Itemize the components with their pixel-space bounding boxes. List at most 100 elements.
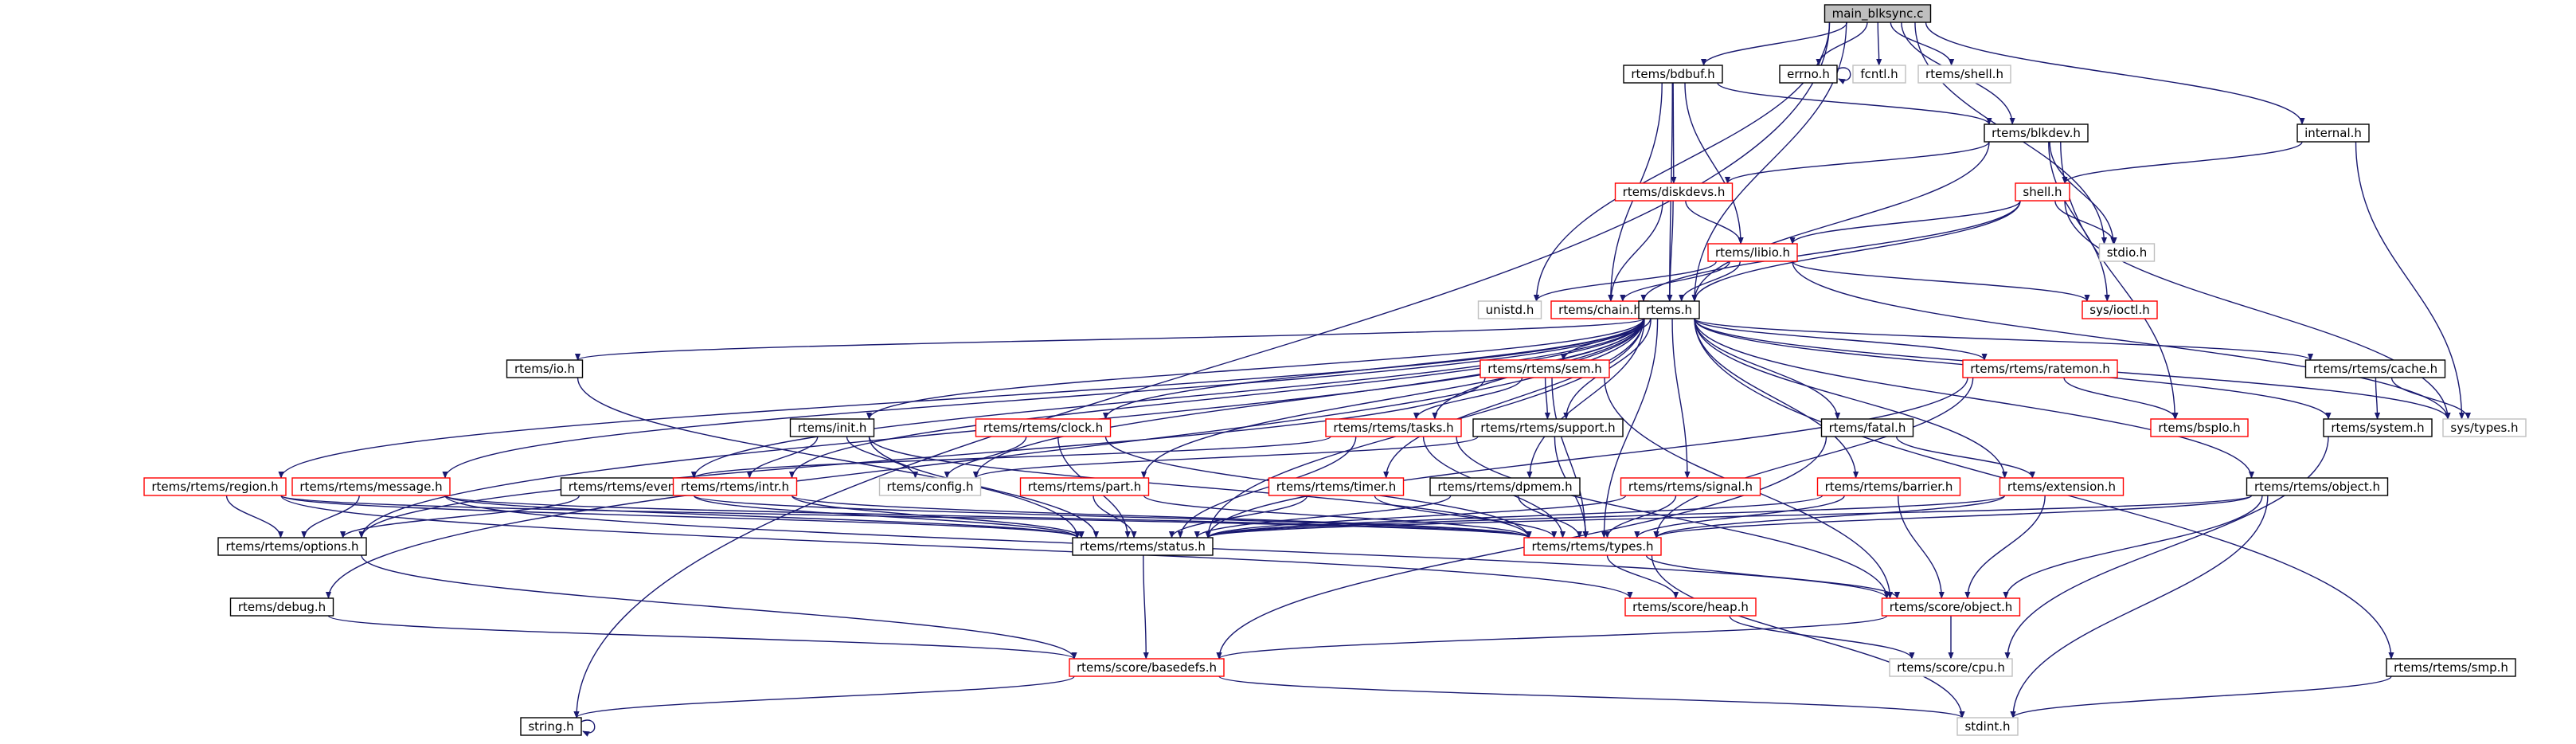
node-box (672, 477, 798, 496)
node-stdint-h[interactable]: stdint.h (1956, 717, 2019, 736)
edge-rtems_init_h-to-rtems_rtems_status_h (868, 436, 1100, 538)
node-box (506, 359, 584, 378)
node-rtems-rtems-cache-h[interactable]: rtems/rtems/cache.h (2304, 359, 2446, 378)
node-label: stdint.h (1964, 719, 2010, 734)
node-label: rtems/rtems/clock.h (983, 421, 1103, 435)
node-label: rtems/init.h (798, 421, 867, 435)
node-rtems-rtems-barrier-h[interactable]: rtems/rtems/barrier.h (1816, 477, 1961, 496)
node-label: rtems/rtems/part.h (1028, 480, 1142, 494)
edge-main_blksync_c-to-rtems_shell_h (1890, 22, 1955, 66)
node-label: rtems/rtems/message.h (299, 480, 442, 494)
edge-rtems_rtems_types_h-to-rtems_score_heap_h (1606, 554, 1679, 599)
node-box (1917, 65, 2011, 84)
node-shell-h[interactable]: shell.h (2015, 182, 2070, 202)
node-rtems-bspio-h[interactable]: rtems/bspIo.h (2150, 418, 2249, 437)
node-rtems-blkdev-h[interactable]: rtems/blkdev.h (1984, 123, 2089, 143)
node-rtems-rtems-event-h[interactable]: rtems/rtems/event.h (560, 477, 700, 496)
node-label: rtems/rtems/sem.h (1487, 362, 1601, 376)
node-main-blksync-c[interactable]: main_blksync.c (1824, 4, 1932, 23)
node-rtems-rtems-object-h[interactable]: rtems/rtems/object.h (2246, 477, 2389, 496)
node-rtems-score-basedefs-h[interactable]: rtems/score/basedefs.h (1069, 658, 1225, 677)
node-box (1984, 123, 2089, 143)
node-errno-h[interactable]: errno.h (1779, 65, 1838, 84)
node-rtems-io-h[interactable]: rtems/io.h (506, 359, 584, 378)
node-box (143, 477, 287, 496)
node-rtems-rtems-region-h[interactable]: rtems/rtems/region.h (143, 477, 287, 496)
edge-rtems_fatal_h-to-rtems_extension_h (1895, 436, 2035, 479)
edge-rtems_h-to-rtems_config_h (972, 318, 1644, 479)
node-box (1429, 477, 1581, 496)
edge-rtems_diskdevs_h-to-rtems_h (1667, 200, 1674, 302)
node-label: rtems/bdbuf.h (1631, 67, 1714, 81)
edge-rtems_h-to-rtems_rtems_types_h (1601, 318, 1659, 538)
node-label: rtems/rtems/event.h (569, 480, 692, 494)
node-string-h[interactable]: string.h (520, 717, 582, 736)
node-box (975, 418, 1112, 437)
node-rtems-rtems-options-h[interactable]: rtems/rtems/options.h (217, 537, 367, 556)
node-label: rtems/score/cpu.h (1897, 660, 2005, 675)
node-rtems-debug-h[interactable]: rtems/debug.h (229, 597, 334, 617)
node-label: sys/ioctl.h (2089, 303, 2149, 317)
node-rtems-config-h[interactable]: rtems/config.h (878, 477, 982, 496)
node-box (1019, 477, 1150, 496)
node-rtems-score-cpu-h[interactable]: rtems/score/cpu.h (1889, 658, 2013, 677)
node-rtems-shell-h[interactable]: rtems/shell.h (1917, 65, 2011, 84)
edge-rtems_h-to-rtems_rtems_signal_h (1671, 318, 1691, 479)
node-rtems-diskdevs-h[interactable]: rtems/diskdevs.h (1614, 182, 1734, 202)
node-sys-ioctl-h[interactable]: sys/ioctl.h (2082, 300, 2158, 319)
node-rtems-rtems-signal-h[interactable]: rtems/rtems/signal.h (1620, 477, 1761, 496)
node-label: rtems/rtems/options.h (225, 539, 358, 554)
node-rtems-libio-h[interactable]: rtems/libio.h (1707, 243, 1798, 262)
node-rtems-rtems-types-h[interactable]: rtems/rtems/types.h (1523, 537, 1662, 556)
node-label: errno.h (1787, 67, 1830, 81)
edge-rtems_rtems_intr_h-to-rtems_rtems_status_h (791, 495, 1085, 538)
node-label: rtems/bspIo.h (2158, 421, 2240, 435)
node-rtems-chain-h[interactable]: rtems/chain.h (1550, 300, 1649, 319)
node-rtems-rtems-sem-h[interactable]: rtems/rtems/sem.h (1480, 359, 1610, 378)
edge-rtems_libio_h-to-sys_ioctl_h (1792, 260, 2090, 302)
edge-rtems_rtems_intr_h-to-rtems_rtems_types_h (791, 495, 1532, 538)
node-rtems-rtems-smp-h[interactable]: rtems/rtems/smp.h (2386, 658, 2516, 677)
edge-rtems_rtems_cache_h-to-rtems_rtems_system_h (2374, 377, 2381, 420)
edge-rtems_rtems_barrier_h-to-rtems_rtems_status_h (1205, 495, 1824, 538)
node-rtems-bdbuf-h[interactable]: rtems/bdbuf.h (1623, 65, 1723, 84)
node-rtems-rtems-ratemon-h[interactable]: rtems/rtems/ratemon.h (1962, 359, 2118, 378)
node-internal-h[interactable]: internal.h (2297, 123, 2370, 143)
node-rtems-rtems-intr-h[interactable]: rtems/rtems/intr.h (672, 477, 798, 496)
node-rtems-score-object-h[interactable]: rtems/score/object.h (1881, 597, 2021, 617)
edge-rtems_rtems_message_h-to-rtems_rtems_status_h (444, 495, 1081, 538)
node-stdio-h[interactable]: stdio.h (2098, 243, 2156, 262)
edge-rtems_rtems_region_h-to-rtems_rtems_status_h (280, 495, 1081, 538)
node-rtems-init-h[interactable]: rtems/init.h (789, 418, 875, 437)
node-box (2015, 182, 2070, 202)
node-label: rtems/rtems/timer.h (1276, 480, 1396, 494)
node-rtems-rtems-support-h[interactable]: rtems/rtems/support.h (1472, 418, 1624, 437)
node-unistd-h[interactable]: unistd.h (1477, 300, 1542, 319)
node-rtems-rtems-part-h[interactable]: rtems/rtems/part.h (1019, 477, 1150, 496)
edge-rtems_rtems_clock_h-to-rtems_config_h (944, 436, 1027, 479)
node-rtems-rtems-dpmem-h[interactable]: rtems/rtems/dpmem.h (1429, 477, 1581, 496)
edge-rtems_blkdev_h-to-sys_ioctl_h (2048, 141, 2110, 302)
edge-shell_h-to-sys_types_h (2064, 200, 2451, 420)
node-box (1962, 359, 2118, 378)
node-fcntl-h[interactable]: fcntl.h (1852, 65, 1906, 84)
node-rtems-rtems-timer-h[interactable]: rtems/rtems/timer.h (1268, 477, 1405, 496)
edge-rtems_rtems_object_h-to-rtems_score_object_h (2003, 495, 2263, 599)
node-box (1072, 537, 1214, 556)
node-rtems-rtems-message-h[interactable]: rtems/rtems/message.h (291, 477, 451, 496)
edge-rtems_rtems_object_h-to-stdint_h (2010, 495, 2269, 719)
edge-rtems_extension_h-to-rtems_rtems_status_h (1205, 495, 2006, 538)
node-rtems-rtems-status-h[interactable]: rtems/rtems/status.h (1072, 537, 1214, 556)
node-rtems-score-heap-h[interactable]: rtems/score/heap.h (1624, 597, 1757, 617)
node-rtems-fatal-h[interactable]: rtems/fatal.h (1820, 418, 1914, 437)
node-sys-types-h[interactable]: sys/types.h (2442, 418, 2527, 437)
node-rtems-extension-h[interactable]: rtems/extension.h (1999, 477, 2125, 496)
node-rtems-h[interactable]: rtems.h (1638, 300, 1700, 319)
node-box (1889, 658, 2013, 677)
node-label: rtems/rtems/types.h (1531, 539, 1653, 554)
node-rtems-rtems-tasks-h[interactable]: rtems/rtems/tasks.h (1325, 418, 1462, 437)
node-box (1477, 300, 1542, 319)
node-rtems-rtems-clock-h[interactable]: rtems/rtems/clock.h (975, 418, 1112, 437)
node-rtems-rtems-system-h[interactable]: rtems/system.h (2323, 418, 2433, 437)
